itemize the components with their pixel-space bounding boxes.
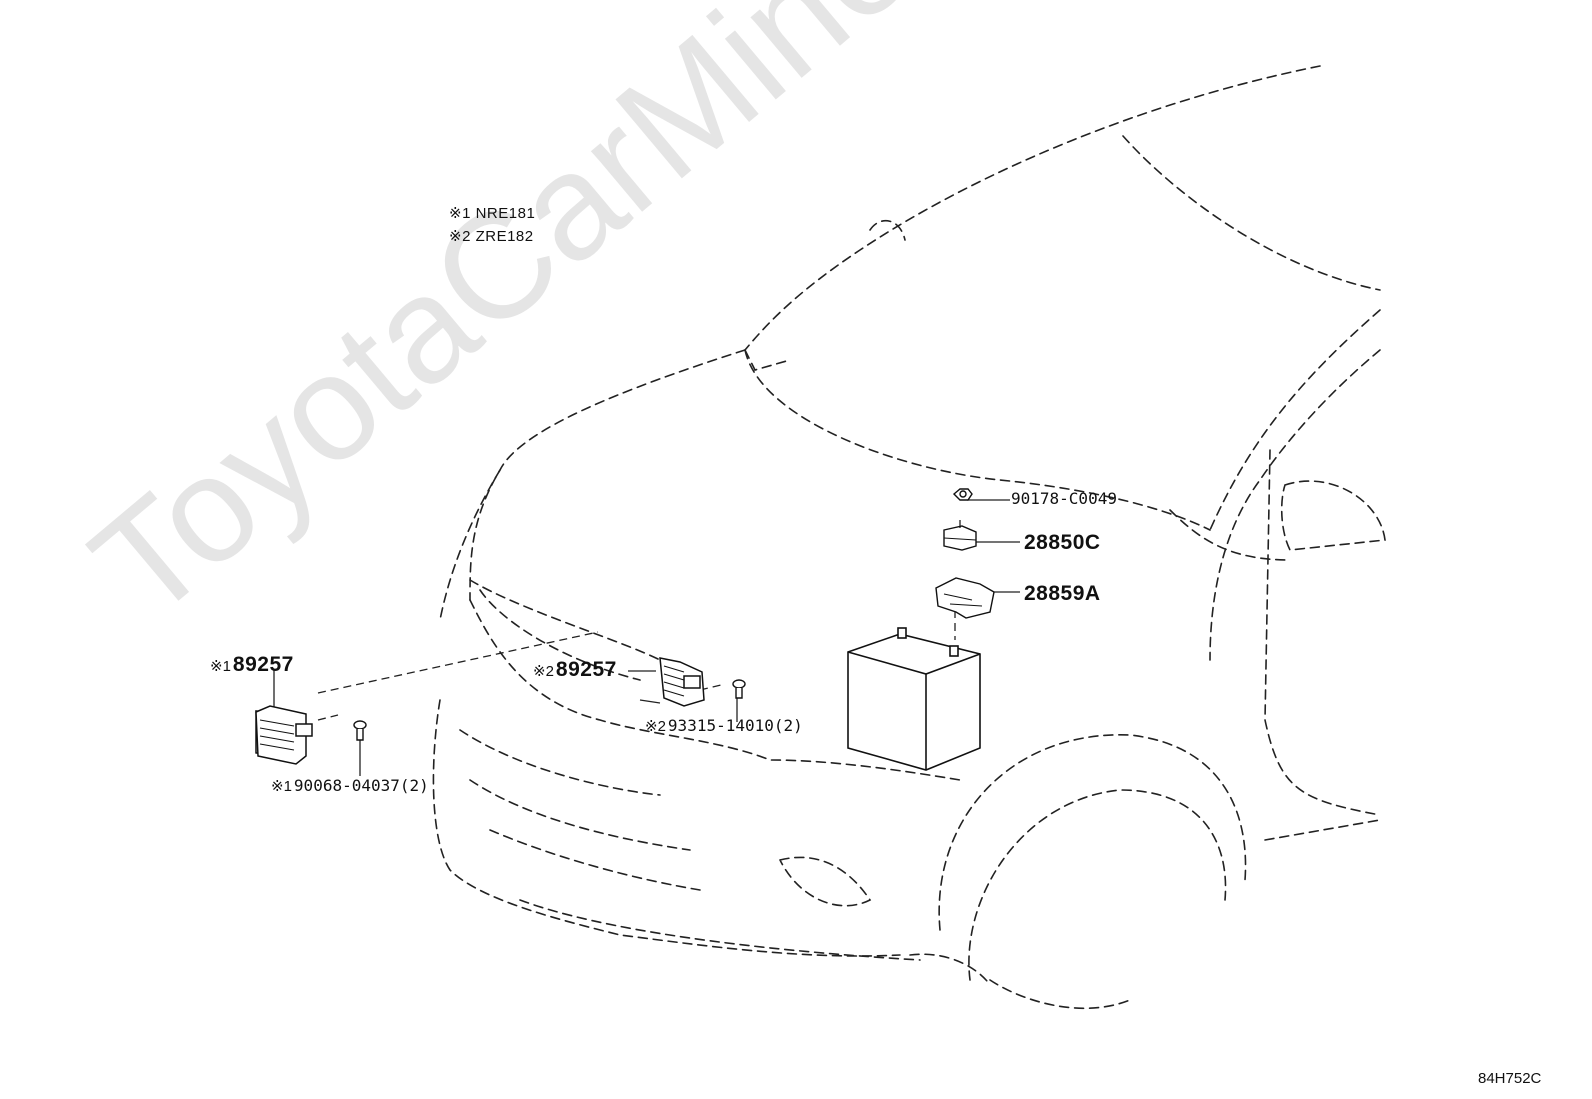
bumper-face [432, 699, 901, 957]
callout-mark: ※1 [271, 778, 292, 795]
grille-slats-2 [469, 779, 691, 851]
callout-89257-zre182[interactable]: ※289257 [533, 659, 617, 680]
grille-slats-3 [489, 829, 701, 891]
door-line [1264, 449, 1381, 816]
windshield-upper [1122, 135, 1381, 291]
hood-front-edge [439, 469, 501, 621]
belt-line [1169, 509, 1291, 561]
callout-90178-C0049[interactable]: 90178-C0049 [1011, 491, 1117, 508]
rocker [1264, 819, 1381, 841]
roof-line [744, 65, 1321, 351]
screw-90068 [353, 720, 367, 741]
hood-right [1209, 309, 1381, 531]
hood-left-edge [469, 349, 746, 601]
callout-89257-nre181[interactable]: ※189257 [210, 654, 294, 675]
part-number: 28859A [1024, 582, 1101, 605]
leader-bolt-2 [699, 683, 726, 691]
module-89257-nre181 [255, 705, 313, 765]
part-number: 90068-04037(2) [293, 776, 429, 795]
module-89257-zre182 [659, 657, 705, 707]
tire-bottom [989, 979, 1131, 1010]
lower-lip [519, 899, 921, 961]
bolt-93315 [732, 679, 746, 699]
leader-label-93315 [639, 699, 661, 704]
wheel-arch-outer [938, 734, 1247, 931]
bumper-side [909, 953, 991, 986]
legend-text-1: NRE181 [475, 205, 536, 222]
hood-dent [744, 349, 791, 371]
legend-text-2: ZRE182 [475, 228, 534, 245]
part-number: 93315-14010(2) [667, 716, 803, 735]
legend-mark-2: ※2 [449, 228, 471, 245]
grille-slats-1 [459, 729, 661, 796]
bracket-28859A [935, 577, 995, 619]
legend-item-2: ※2 ZRE182 [449, 229, 534, 244]
bumper-top [469, 599, 961, 781]
battery [847, 627, 981, 771]
clamp-28850C [943, 520, 977, 551]
leader-89257-1b [317, 714, 339, 721]
grille-upper [479, 589, 641, 681]
part-number: 90178-C0049 [1011, 489, 1117, 508]
callout-28850C[interactable]: 28850C [1024, 532, 1101, 553]
part-number: 89257 [232, 653, 294, 676]
hood-crease [744, 349, 1211, 531]
callout-mark: ※2 [533, 663, 554, 680]
wheel-arch [968, 789, 1227, 981]
callout-mark: ※2 [645, 718, 666, 735]
headlamp [469, 579, 661, 661]
callout-mark: ※1 [210, 658, 231, 675]
mirror [1280, 480, 1386, 551]
fender-top [1209, 349, 1381, 661]
legend-item-1: ※1 NRE181 [449, 206, 535, 221]
callout-28859A[interactable]: 28859A [1024, 583, 1101, 604]
leader-89257-1 [317, 631, 599, 694]
diagram-code: 84H752C [1478, 1070, 1542, 1087]
fog-lamp [779, 856, 872, 907]
part-number: 28850C [1024, 531, 1101, 554]
a-pillar [869, 219, 906, 241]
legend-mark-1: ※1 [449, 205, 471, 222]
nut-90178 [952, 488, 973, 501]
part-number: 89257 [555, 658, 617, 681]
